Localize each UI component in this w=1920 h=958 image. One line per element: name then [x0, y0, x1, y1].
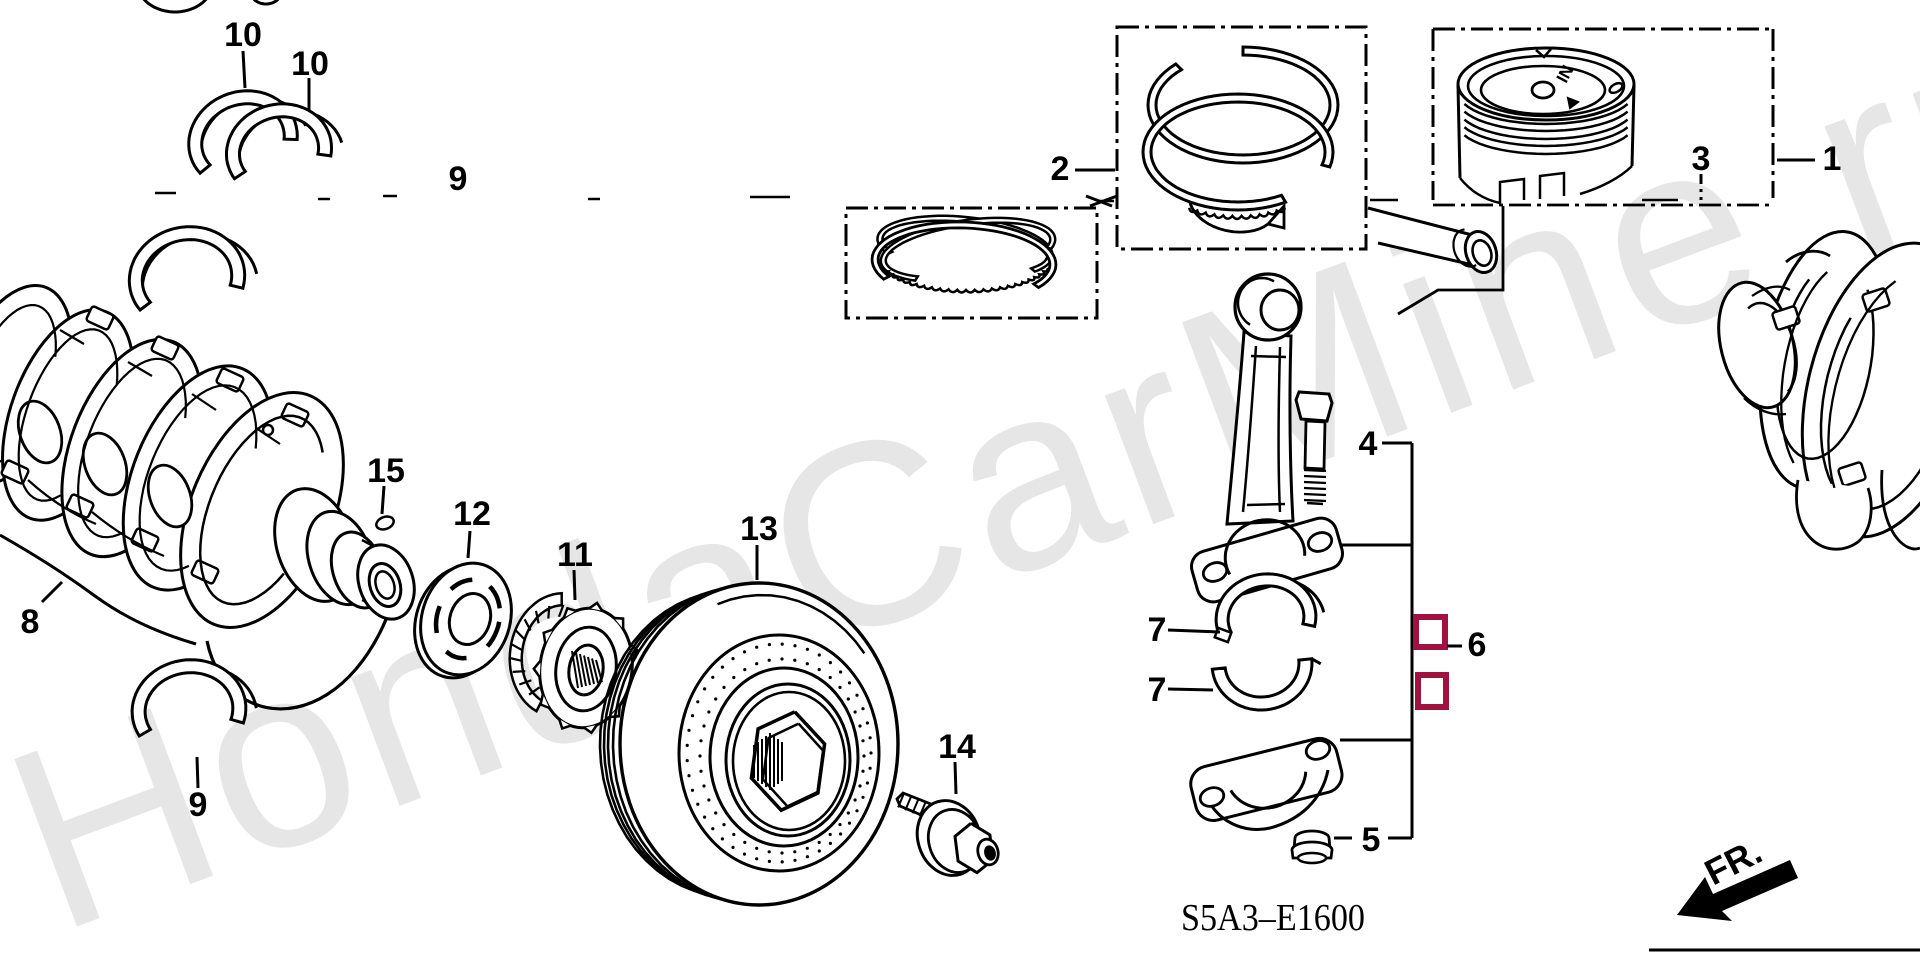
svg-text:9: 9 [189, 786, 208, 824]
svg-text:14: 14 [938, 728, 976, 766]
svg-text:5: 5 [1362, 821, 1381, 859]
svg-text:15: 15 [367, 452, 405, 490]
svg-text:7: 7 [1148, 611, 1167, 649]
svg-text:IN: IN [1553, 62, 1578, 86]
svg-text:6: 6 [1468, 626, 1487, 664]
svg-text:10: 10 [291, 45, 329, 83]
svg-text:8: 8 [21, 603, 40, 641]
svg-text:1: 1 [1823, 140, 1842, 178]
svg-text:4: 4 [1359, 425, 1378, 463]
svg-text:13: 13 [740, 510, 778, 548]
svg-text:10: 10 [224, 16, 262, 54]
svg-text:12: 12 [453, 495, 491, 533]
svg-text:7: 7 [1148, 671, 1167, 709]
svg-text:11: 11 [557, 536, 593, 574]
svg-text:3: 3 [1692, 140, 1711, 178]
svg-text:9: 9 [449, 160, 468, 198]
svg-text:2: 2 [1051, 150, 1070, 188]
svg-text:S5A3–E1600: S5A3–E1600 [1181, 897, 1365, 939]
